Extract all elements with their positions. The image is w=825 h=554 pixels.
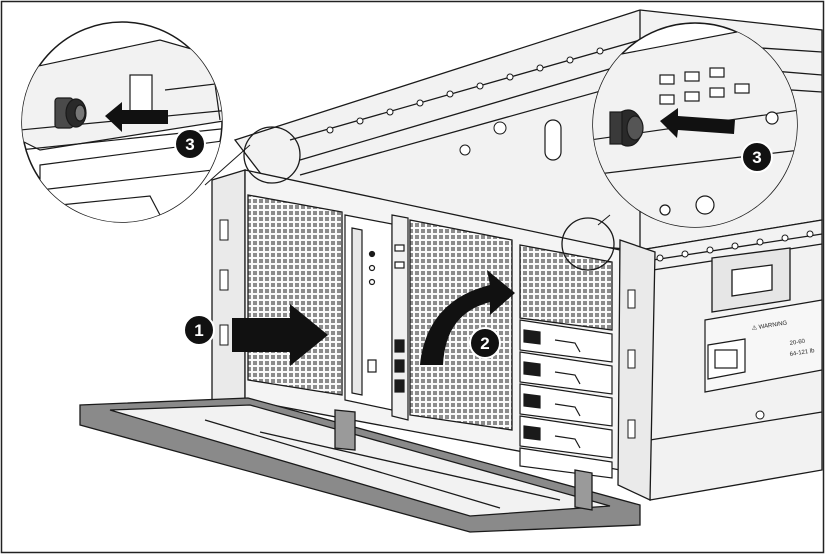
chassis-vent-holes xyxy=(326,47,814,420)
step-number-3b: 3 xyxy=(752,148,761,167)
drive-carrier xyxy=(519,415,613,459)
chassis-rear-slot xyxy=(544,119,562,161)
zoom-inset-right: 3 xyxy=(592,22,798,228)
drive-carrier xyxy=(519,447,613,479)
warning-line-2: 64-121 lb xyxy=(789,348,815,358)
push-arrow-3b xyxy=(660,108,735,138)
warning-label-panel: ⚠ WARNING 20-60 64-121 lb xyxy=(704,299,823,393)
highlight-circle-left xyxy=(243,126,301,184)
front-bezel xyxy=(79,397,641,533)
media-control-panel xyxy=(391,214,409,421)
inset-connector-right xyxy=(597,214,611,226)
push-arrow-1 xyxy=(232,304,328,366)
bezel-hinge xyxy=(574,469,593,511)
optical-drive xyxy=(344,214,393,411)
drive-carrier xyxy=(519,383,613,427)
step-number-1: 1 xyxy=(194,321,203,340)
step-number-2: 2 xyxy=(480,334,489,353)
ear-slots xyxy=(219,219,636,439)
drive-carrier xyxy=(519,319,613,363)
bezel-hinge xyxy=(334,409,356,451)
inset-connector-left xyxy=(204,144,251,186)
zoom-inset-left: 3 xyxy=(21,21,223,223)
right-rack-ear xyxy=(617,239,656,502)
step-number-3a: 3 xyxy=(185,135,194,154)
drive-bays xyxy=(519,319,613,479)
warning-line-1: 20-60 xyxy=(789,339,806,347)
step-badge-1 xyxy=(183,314,215,346)
fan-bay-mesh-center xyxy=(409,219,513,431)
step-badge-2 xyxy=(469,327,501,359)
step-badge-3a xyxy=(174,128,206,160)
step-badge-3b xyxy=(741,141,773,173)
drive-carrier xyxy=(519,351,613,395)
push-arrow-3a xyxy=(105,102,168,132)
fan-bay-mesh-left xyxy=(247,194,343,396)
side-handle xyxy=(711,247,791,313)
fan-bay-mesh-right xyxy=(519,244,613,331)
highlight-circle-right xyxy=(561,217,615,271)
left-rack-ear xyxy=(211,169,246,422)
rotate-arrow-2 xyxy=(420,270,515,365)
bezel-inner-opening xyxy=(109,404,611,517)
